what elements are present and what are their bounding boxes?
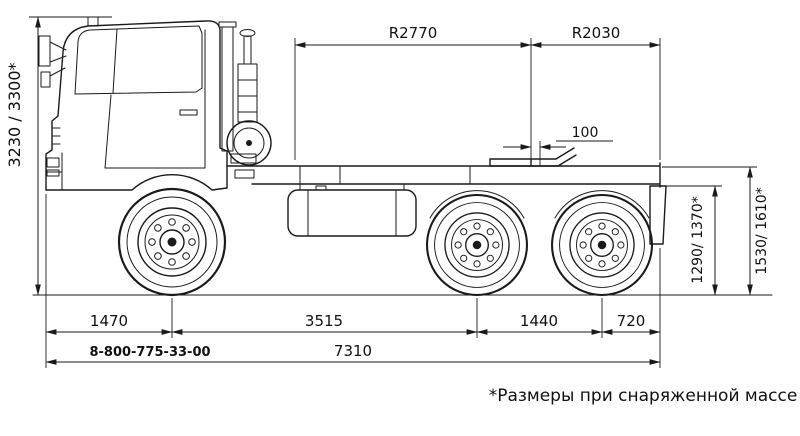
door-handle: [179, 109, 198, 116]
rear-axle-wheel: [550, 193, 654, 297]
roof-outlet: [87, 16, 99, 27]
headlight: [46, 157, 60, 168]
air-cleaner-drum: [226, 120, 272, 166]
dim-wheelbase: 3515: [171, 312, 478, 335]
dim-saddle-height: 1290/ 1370*: [666, 185, 722, 296]
dim-rear-radius: R2030: [530, 24, 661, 160]
muffler-ribs: [237, 79, 258, 113]
window-divider: [112, 28, 118, 94]
rear-overhang-label: 720: [617, 312, 646, 330]
dim-rear-overhang: 720: [601, 312, 661, 335]
wide-angle-mirror-arm: [49, 67, 66, 77]
dimension-annotations: 3230 / 3300* R2770 R2030 100 1290/: [5, 16, 770, 368]
main-mirror: [38, 35, 51, 67]
fuel-filler-cap: [315, 185, 327, 191]
rear-fenders: [429, 190, 650, 219]
saddle-height-label: 1290/ 1370*: [690, 196, 706, 283]
air-intake-cap: [218, 21, 237, 28]
cab-outline: [45, 20, 228, 191]
cab-step-upper: [230, 153, 257, 164]
exhaust-pipe: [243, 35, 252, 65]
rear-radius-label: R2030: [572, 24, 621, 42]
cab-step-lower: [234, 169, 255, 179]
hotline-phone: 8-800-775-33-00: [89, 345, 210, 360]
fifth-wheel-plate: [489, 147, 577, 167]
dim-front-overhang: 1470: [45, 312, 173, 335]
turn-signal: [46, 169, 60, 177]
middle-axle-wheel: [425, 193, 529, 297]
chassis-frame: [226, 162, 661, 188]
front-radius-label: R2770: [389, 24, 438, 42]
fuel-tank: [287, 189, 417, 237]
dim-kingpin-offset: 100: [503, 125, 613, 166]
front-wheel: [117, 187, 227, 297]
overall-length-label: 7310: [334, 342, 372, 360]
kingpin-offset-label: 100: [572, 125, 599, 141]
dim-overall-height: 3230 / 3300*: [5, 16, 112, 296]
bogie-base-label: 1440: [520, 312, 558, 330]
overall-height-label: 3230 / 3300*: [5, 63, 24, 168]
frame-crossmembers: [299, 165, 471, 185]
dim-front-radius: R2770: [294, 24, 532, 160]
footnote: *Размеры при снаряженной массе: [489, 386, 798, 406]
wheelbase-label: 3515: [305, 312, 343, 330]
dim-overall-length: 8-800-775-33-00 7310: [45, 342, 661, 365]
air-intake-stack: [221, 26, 234, 152]
cab-door: [104, 29, 206, 169]
wide-angle-mirror: [40, 71, 51, 88]
rear-height-label: 1530/ 1610*: [754, 187, 770, 274]
cab-bottom-and-wheel-arch: [45, 174, 228, 191]
exhaust-muffler: [237, 63, 258, 123]
front-overhang-label: 1470: [90, 312, 128, 330]
dim-bogie-base: 1440: [476, 312, 603, 335]
front-bumper: [45, 152, 63, 191]
truck-drawing: [32, 16, 773, 297]
dim-rear-height: 1530/ 1610*: [662, 166, 770, 296]
fuel-tank-straps: [299, 183, 405, 237]
rear-mudflap: [649, 185, 667, 245]
mirror-arms: [49, 41, 67, 63]
cab-windows: [74, 25, 203, 95]
grille-slats: [51, 127, 61, 145]
exhaust-cap: [239, 29, 256, 37]
